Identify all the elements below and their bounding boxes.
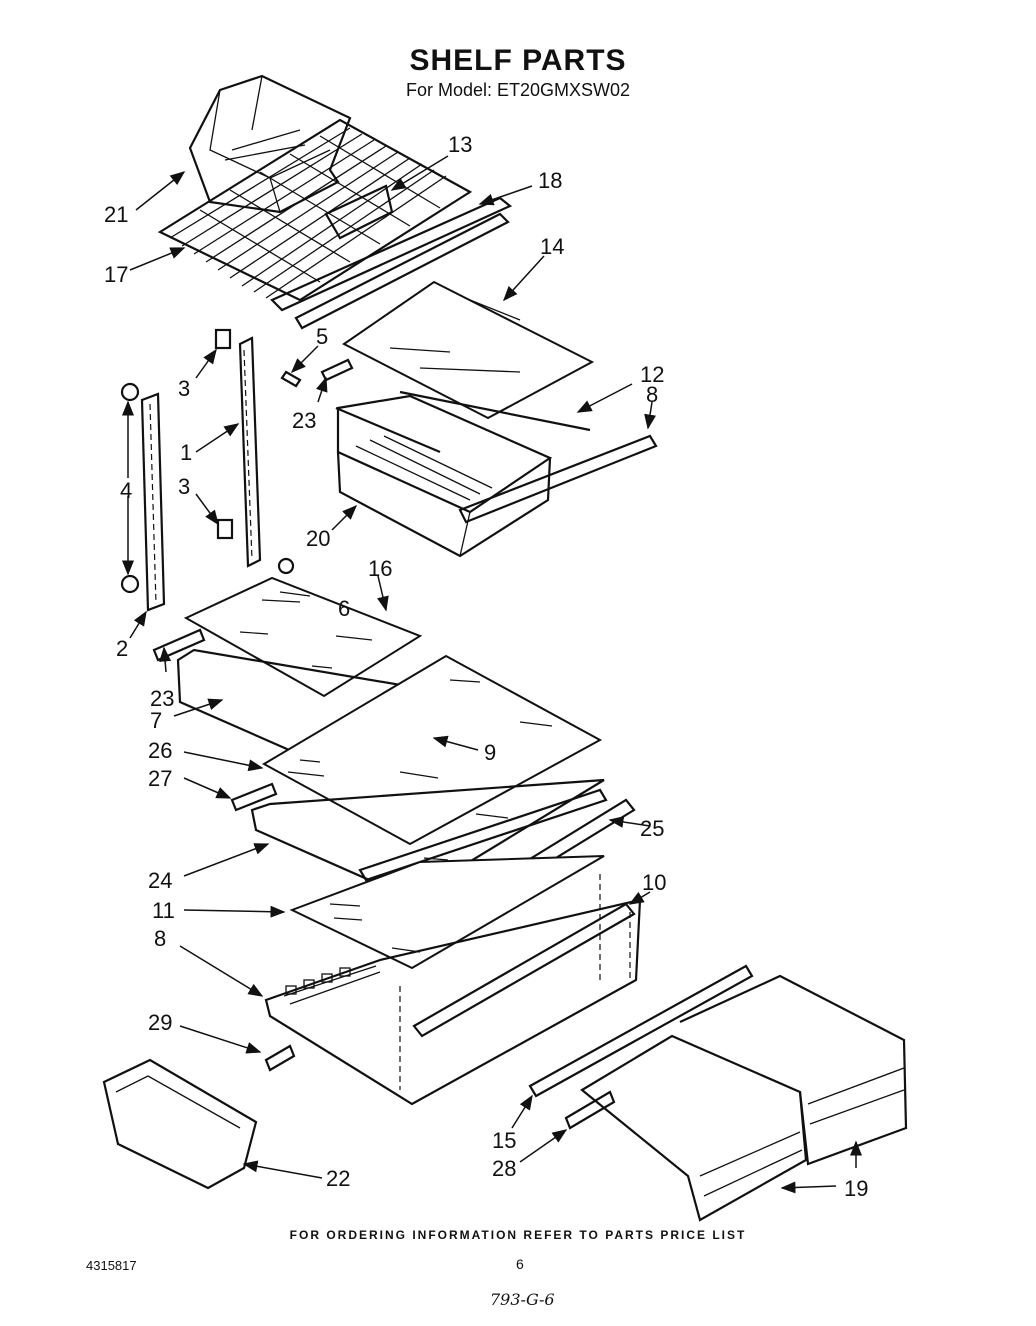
part-11-glass-shelf xyxy=(289,855,605,970)
callout-3-lower: 3 xyxy=(178,474,191,499)
page-title: SHELF PARTS xyxy=(409,44,627,77)
callout-11: 11 xyxy=(152,898,175,923)
part-19-crisper-drawers xyxy=(580,974,908,1222)
part-14-glass-shelf xyxy=(342,280,595,420)
callout-12: 12 xyxy=(640,362,665,387)
part-24-shelf-frame xyxy=(250,778,608,900)
part-27-slide xyxy=(230,782,278,812)
callout-17: 17 xyxy=(104,262,129,287)
callout-23-upper: 23 xyxy=(292,408,317,433)
part-22-crisper-bin xyxy=(188,74,352,214)
page-number: 6 xyxy=(516,1256,524,1272)
callout-24: 24 xyxy=(148,868,173,893)
callout-10: 10 xyxy=(642,870,667,895)
part-4-upper-pin xyxy=(120,382,140,402)
part-18-rail xyxy=(270,196,513,330)
part-4-lower-pin xyxy=(120,574,140,594)
part-9-crisper-cover xyxy=(264,874,642,1106)
model-subtitle: For Model: ET20GMXSW02 xyxy=(405,80,631,100)
callout-8-lower: 9 xyxy=(484,740,497,765)
part-1-right-rail xyxy=(238,336,262,568)
callout-8-upper: 8 xyxy=(646,382,659,407)
leader-lines xyxy=(122,155,862,1194)
callout-9: 8 xyxy=(154,926,167,951)
callout-5: 5 xyxy=(316,324,329,349)
callout-20: 20 xyxy=(306,526,331,551)
part-3-upper-bracket xyxy=(214,328,232,350)
callout-7: 7 xyxy=(150,708,163,733)
callout-6: 6 xyxy=(338,596,351,621)
callout-13: 13 xyxy=(448,132,473,157)
part-2-left-rail xyxy=(140,392,166,612)
callout-1: 1 xyxy=(180,440,193,465)
callout-25: 25 xyxy=(640,816,665,841)
part-5-screw xyxy=(280,370,302,388)
callout-4: 4 xyxy=(120,478,133,503)
callout-29: 29 xyxy=(148,1010,173,1035)
ordering-note: FOR ORDERING INFORMATION REFER TO PARTS … xyxy=(289,1228,747,1242)
part-10-rail xyxy=(412,902,636,1038)
part-21-dairy-bin xyxy=(102,1058,258,1190)
callout-21: 22 xyxy=(326,1166,351,1191)
part-29-clip xyxy=(264,1044,296,1072)
part-6-screw xyxy=(277,557,295,575)
part-26-glass-shelf xyxy=(261,654,603,846)
callout-15: 15 xyxy=(492,1128,517,1153)
part-20-drawer xyxy=(335,390,658,558)
callout-26: 26 xyxy=(148,738,173,763)
callout-27: 27 xyxy=(148,766,173,791)
part-15-slide xyxy=(528,964,754,1098)
callout-16: 16 xyxy=(368,556,393,581)
callout-3-upper: 3 xyxy=(178,376,191,401)
handwritten-code: 793-G-6 xyxy=(490,1290,555,1309)
callout-14: 14 xyxy=(540,234,565,259)
part-16-glass-shelf xyxy=(183,576,423,698)
document-number: 4315817 xyxy=(86,1258,137,1273)
part-13-clip xyxy=(324,184,394,240)
callout-22: 21 xyxy=(104,202,129,227)
callout-23-lower: 23 xyxy=(150,686,175,711)
part-3-lower-bracket xyxy=(216,518,234,540)
callout-19: 19 xyxy=(844,1176,869,1201)
callout-18: 18 xyxy=(538,168,563,193)
part-17-wire-shelf xyxy=(157,118,473,302)
callout-28: 28 xyxy=(492,1156,517,1181)
callout-2: 2 xyxy=(116,636,129,661)
